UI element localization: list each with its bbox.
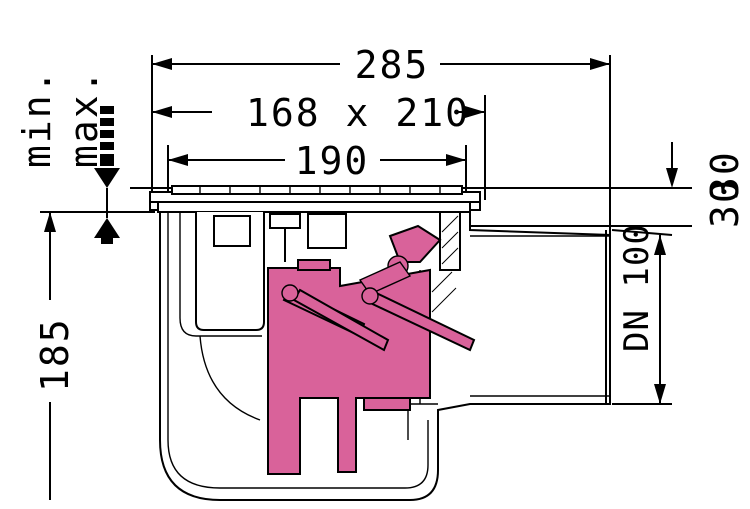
dimension-grate-label: 168 x 210 xyxy=(246,91,470,135)
dimension-185: 185 xyxy=(33,211,155,500)
arrow-up-icon xyxy=(94,218,120,238)
dimension-185-label: 185 xyxy=(33,317,77,392)
dimension-285-label: 285 xyxy=(355,43,430,87)
min-label: min. xyxy=(15,68,59,168)
odour-trap-insert xyxy=(267,224,476,475)
dimension-dn100: DN 100 xyxy=(611,223,673,405)
dimension-190: 190 xyxy=(167,139,467,195)
dimension-190-label: 190 xyxy=(295,139,370,183)
dimension-30-side: 30 xyxy=(470,178,747,228)
min-max-legend: min. max. xyxy=(15,68,120,244)
max-label: max. xyxy=(62,68,106,168)
dimension-30-top-label: 30 xyxy=(703,150,747,200)
dimension-30-side-label: 30 xyxy=(703,178,747,228)
arrow-down-icon xyxy=(94,168,120,188)
dimension-grate: 168 x 210 xyxy=(152,91,486,200)
dimension-dn100-label: DN 100 xyxy=(617,223,657,352)
dimension-285: 285 xyxy=(151,43,611,235)
